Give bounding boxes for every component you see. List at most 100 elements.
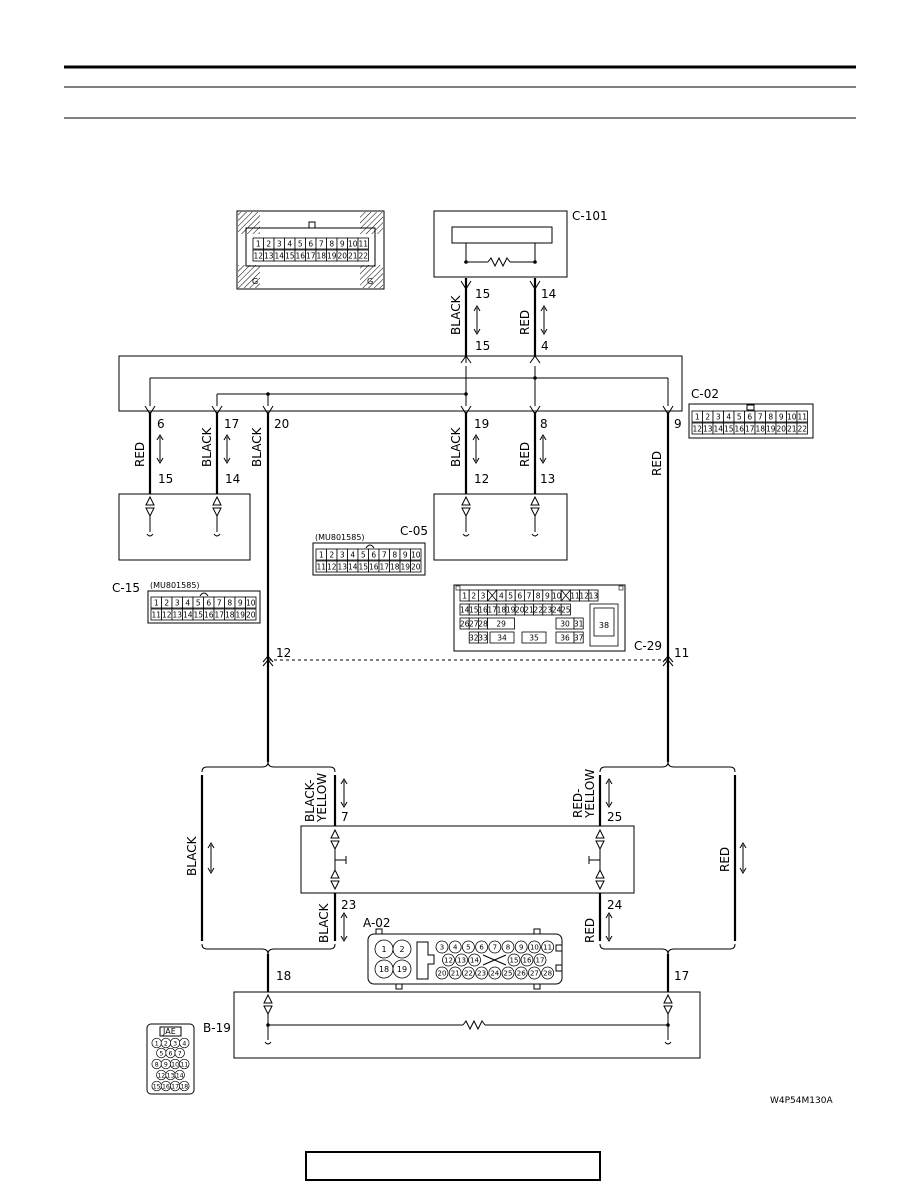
pin-cell [560,603,571,616]
pin-number: 17 [745,425,755,434]
wire-black-c101: BLACK [449,294,463,335]
pin-c02-4: 4 [541,339,549,353]
pin-number: 7 [382,551,387,560]
pin-number: 2 [329,551,334,560]
pin-number: 4 [182,1040,186,1047]
pin-cell [507,953,521,967]
pin-cell [435,966,449,980]
wire-black-yellow-1: BLACK- [303,779,317,822]
pin-number: 11 [180,1061,188,1068]
pin-number: 1 [462,592,467,601]
pin-number: 6 [479,943,484,951]
pin-number: 16 [734,425,744,434]
pin-cell [541,940,554,954]
pin-number: 18 [379,965,389,974]
wire-black-c05: BLACK [449,426,463,467]
c02-junction-block [118,355,683,412]
pin-c02-9: 9 [674,417,682,431]
b19-device [233,991,701,1059]
pin-number: 24 [490,969,499,977]
pin-number: 9 [545,592,550,601]
footer-box [305,1151,601,1181]
pin-number: 15 [285,252,295,261]
pin-cell [410,560,422,573]
pin-cell [410,548,422,561]
pin-number: 16 [295,252,305,261]
pin-number: 16 [369,563,379,572]
pin-number: 33 [478,634,488,643]
pin-cell [179,1037,190,1049]
pin-cell [455,953,468,967]
pin-number: 27 [530,969,539,977]
pin-number: 19 [235,611,245,620]
pin-a02-24: 24 [607,898,622,912]
pin-number: 10 [246,599,256,608]
pin-cell [528,966,541,980]
pin-number: 4 [350,551,355,560]
pin-number: 24 [552,606,562,615]
pin-number: 4 [499,592,504,601]
pin-a02-25: 25 [607,810,622,824]
pin-number: 20 [438,969,447,977]
pin-cell [245,608,257,621]
pin-number: 18 [755,425,765,434]
pin-number: 21 [348,252,358,261]
pin-cell [179,1080,190,1092]
pin-cell [448,940,462,954]
pin-number: 2 [164,1040,168,1047]
pin-number: 7 [178,1050,182,1057]
b19-maker: JAE [162,1027,176,1036]
wire-red-bypass: RED [718,847,732,872]
wire-red-c101: RED [518,310,532,335]
pin-cell [541,966,554,980]
pin-number: 37 [574,634,584,643]
pin-cell [528,940,541,954]
pin-number: 18 [390,563,400,572]
pin-cell [174,1069,185,1081]
pin-number: 13 [167,1072,175,1079]
pin-number: 12 [327,563,337,572]
pin-number: 14 [460,606,470,615]
pin-number: 28 [478,620,488,629]
pin-number: 3 [716,413,721,422]
pin-number: 6 [308,240,313,249]
pin-number: 2 [164,599,169,608]
pin-number: 14 [274,252,284,261]
pin-c05-12: 12 [474,472,489,486]
pin-c101-14: 14 [541,287,556,301]
pin-number: 15 [193,611,203,620]
pin-number: 9 [779,413,784,422]
c05-label: C-05 [400,524,428,538]
pin-c101-15: 15 [475,287,490,301]
pin-number: 3 [173,1040,177,1047]
pin-c02-8: 8 [540,417,548,431]
pin-number: 28 [543,969,552,977]
pin-number: 12 [253,252,263,261]
pin-number: 19 [327,252,337,261]
pin-number: 5 [508,592,513,601]
pin-number: 22 [533,606,543,615]
pin-number: 13 [264,252,274,261]
pin-number: 11 [316,563,326,572]
pin-number: 2 [471,592,476,601]
c15-label: C-15 [112,581,140,595]
pin-cell [392,939,412,959]
pin-cell [448,966,462,980]
pin-c15-14: 14 [225,472,240,486]
pin-number: 29 [496,620,506,629]
pin-number: 3 [481,592,486,601]
pin-number: 20 [515,606,525,615]
pin-number: 19 [397,965,407,974]
pin-number: 11 [797,413,807,422]
pin-b19-18: 18 [276,969,291,983]
pin-number: 1 [154,599,159,608]
pin-number: 18 [316,252,326,261]
pin-cell [501,966,515,980]
pin-number: 18 [225,611,235,620]
pin-number: 15 [469,606,479,615]
wire-red-a02: RED [583,918,597,943]
pin-number: 4 [287,240,292,249]
wire-black-yellow-2: YELLOW [315,773,329,823]
pin-cell [520,953,534,967]
